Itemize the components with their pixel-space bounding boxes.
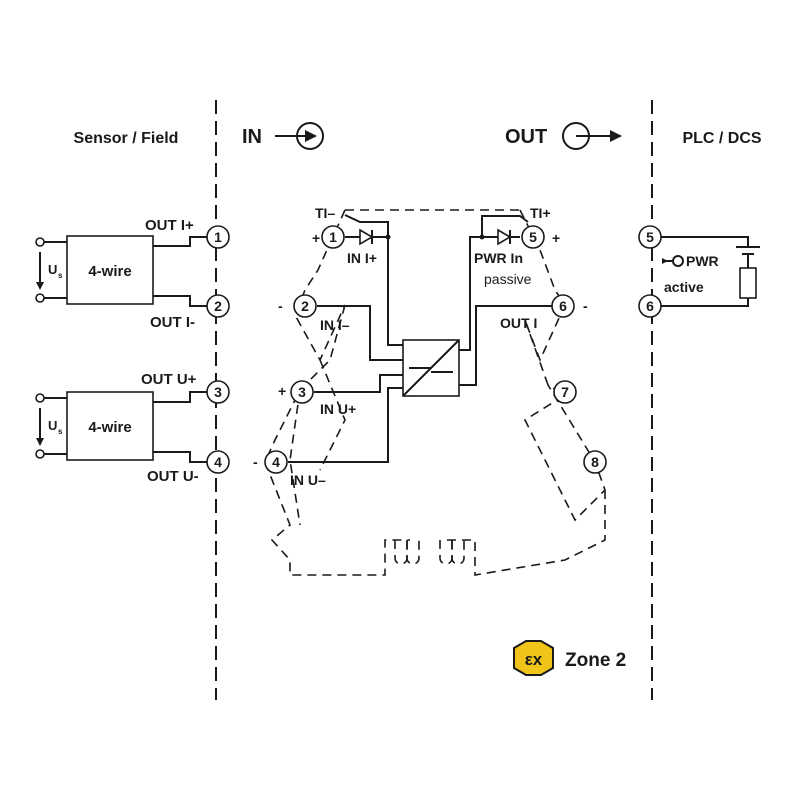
label-out-i-minus: OUT I- — [150, 314, 195, 331]
label-out-u-minus: OUT U- — [147, 468, 199, 485]
polarity-plus-5: + — [552, 230, 560, 246]
svg-text:1: 1 — [214, 229, 222, 245]
polarity-minus-6: - — [583, 298, 588, 314]
svg-text:4: 4 — [272, 454, 280, 470]
field-terminal-4: 4 — [206, 450, 230, 474]
supply-label-1: U — [48, 262, 57, 277]
label-in-i-plus: IN I+ — [347, 250, 377, 266]
module-terminal-6: 6 — [551, 294, 575, 318]
sensor-block-1: 4-wire — [35, 235, 154, 305]
label-out-i-plus: OUT I+ — [145, 217, 194, 234]
load-resistor-icon — [739, 267, 757, 299]
svg-text:1: 1 — [329, 229, 337, 245]
in-arrow-icon — [275, 122, 324, 150]
module-terminal-5: 5 — [521, 225, 545, 249]
module-terminal-8: 8 — [583, 450, 607, 474]
svg-text:8: 8 — [591, 454, 599, 470]
label-pwr: PWR — [686, 253, 719, 269]
ex-symbol: εx — [525, 650, 543, 669]
polarity-minus-2: - — [278, 298, 283, 314]
label-active: active — [664, 279, 704, 295]
svg-text:6: 6 — [646, 298, 654, 314]
supply-sub-2: s — [58, 427, 63, 436]
diode-out-icon — [490, 228, 520, 246]
plc-terminal-6: 6 — [638, 294, 662, 318]
module-terminal-1: 1 — [321, 225, 345, 249]
out-arrow-icon — [562, 122, 622, 150]
header-out: OUT — [505, 126, 547, 148]
field-terminal-3: 3 — [206, 380, 230, 404]
svg-text:5: 5 — [529, 229, 537, 245]
svg-text:3: 3 — [298, 384, 306, 400]
polarity-plus-3: + — [278, 383, 286, 399]
diode-in-icon — [359, 228, 388, 246]
svg-text:5: 5 — [646, 229, 654, 245]
svg-text:4: 4 — [214, 454, 222, 470]
battery-icon — [736, 246, 760, 255]
polarity-plus-1: + — [312, 230, 320, 246]
field-terminal-2: 2 — [206, 294, 230, 318]
supply-arrow-icon — [36, 282, 44, 290]
label-ti-minus: TI– — [315, 205, 335, 221]
label-in-i-minus: IN I– — [320, 317, 350, 333]
isolator-block — [402, 339, 460, 397]
ex-zone-icon: εx — [513, 640, 554, 676]
module-terminal-7: 7 — [553, 380, 577, 404]
plc-terminal-5: 5 — [638, 225, 662, 249]
label-in-u-minus: IN U– — [290, 472, 326, 488]
supply-sub-1: s — [58, 271, 63, 280]
pwr-source-icon — [662, 255, 684, 267]
label-pwr-in: PWR In — [474, 250, 523, 266]
svg-text:7: 7 — [561, 384, 569, 400]
header-sensor-field: Sensor / Field — [74, 130, 179, 147]
label-ti-plus: TI+ — [530, 205, 551, 221]
label-in-u-plus: IN U+ — [320, 401, 356, 417]
label-out-i: OUT I — [500, 315, 537, 331]
supply-arrow-icon — [36, 438, 44, 446]
header-plc-dcs: PLC / DCS — [682, 130, 761, 147]
field-terminal-1: 1 — [206, 225, 230, 249]
module-terminal-2: 2 — [293, 294, 317, 318]
svg-text:2: 2 — [301, 298, 309, 314]
svg-text:2: 2 — [214, 298, 222, 314]
sensor-2-label: 4-wire — [88, 419, 131, 436]
polarity-minus-4: - — [253, 454, 258, 470]
zone-label: Zone 2 — [565, 650, 626, 671]
label-passive: passive — [484, 271, 532, 287]
sensor-1-label: 4-wire — [88, 263, 131, 280]
supply-label-2: U — [48, 418, 57, 433]
module-terminal-3: 3 — [290, 380, 314, 404]
header-in: IN — [242, 126, 262, 148]
svg-text:3: 3 — [214, 384, 222, 400]
label-out-u-plus: OUT U+ — [141, 371, 197, 388]
sensor-block-2: 4-wire — [35, 391, 154, 461]
svg-text:6: 6 — [559, 298, 567, 314]
module-terminal-4: 4 — [264, 450, 288, 474]
